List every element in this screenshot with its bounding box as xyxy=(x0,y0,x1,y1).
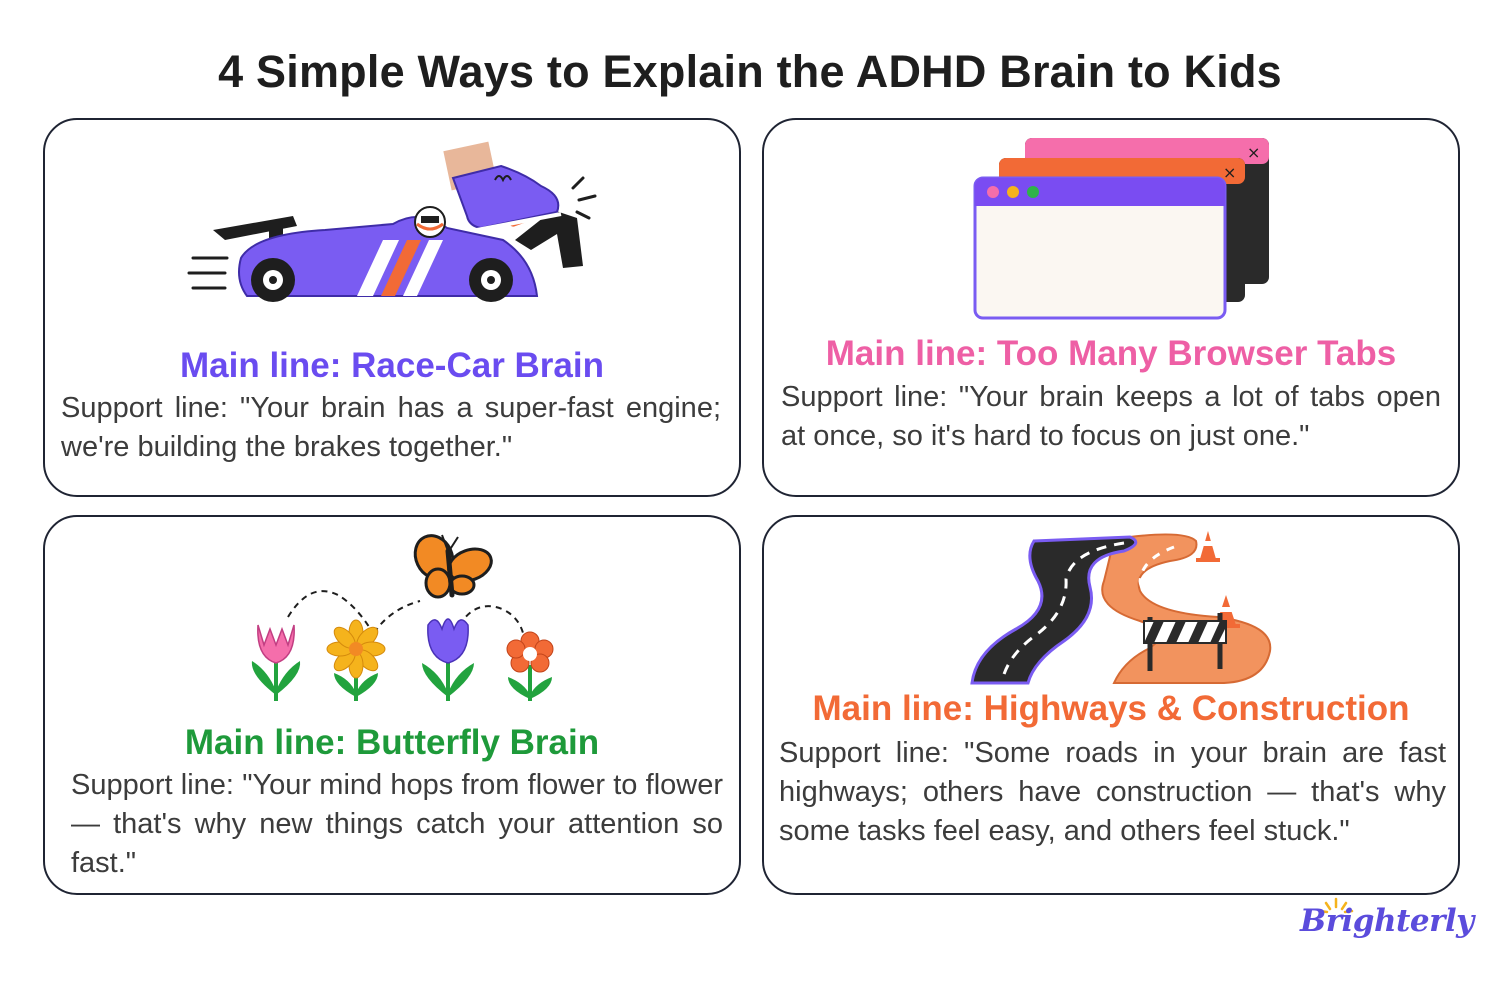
main-line-browser-tabs: Main line: Too Many Browser Tabs xyxy=(825,334,1397,373)
card-race-car-brain: Main line: Race-Car Brain Support line: … xyxy=(43,118,741,497)
support-line-butterfly: Support line: "Your mind hops from flowe… xyxy=(71,769,723,879)
page-title: 4 Simple Ways to Explain the ADHD Brain … xyxy=(218,46,1282,97)
svg-text:×: × xyxy=(1223,163,1236,182)
support-line-browser-tabs: Support line: "Your brain keeps a lot of… xyxy=(781,381,1441,452)
card-browser-tabs: × × Main line: Too Many Browser Tabs Sup… xyxy=(762,118,1460,497)
race-car-icon xyxy=(187,141,597,302)
svg-text:×: × xyxy=(1247,143,1260,162)
browser-tabs-icon: × × xyxy=(973,138,1269,320)
card-butterfly-brain: Main line: Butterfly Brain Support line:… xyxy=(43,515,741,895)
brand-name: Brighterly xyxy=(1300,903,1474,939)
support-line-race-car: Support line: "Your brain has a super-fa… xyxy=(61,392,721,463)
sun-rays-icon xyxy=(1318,897,1354,914)
support-line-highways: Support line: "Some roads in your brain … xyxy=(779,737,1446,847)
main-line-highways: Main line: Highways & Construction xyxy=(812,689,1410,728)
butterfly-flowers-icon xyxy=(251,534,554,701)
main-line-race-car: Main line: Race-Car Brain xyxy=(180,346,604,385)
highway-construction-icon xyxy=(970,531,1272,685)
card-highways-construction: Main line: Highways & Construction Suppo… xyxy=(762,515,1460,895)
main-line-butterfly: Main line: Butterfly Brain xyxy=(184,723,600,762)
brighterly-logo: Brighterly xyxy=(1298,895,1474,955)
